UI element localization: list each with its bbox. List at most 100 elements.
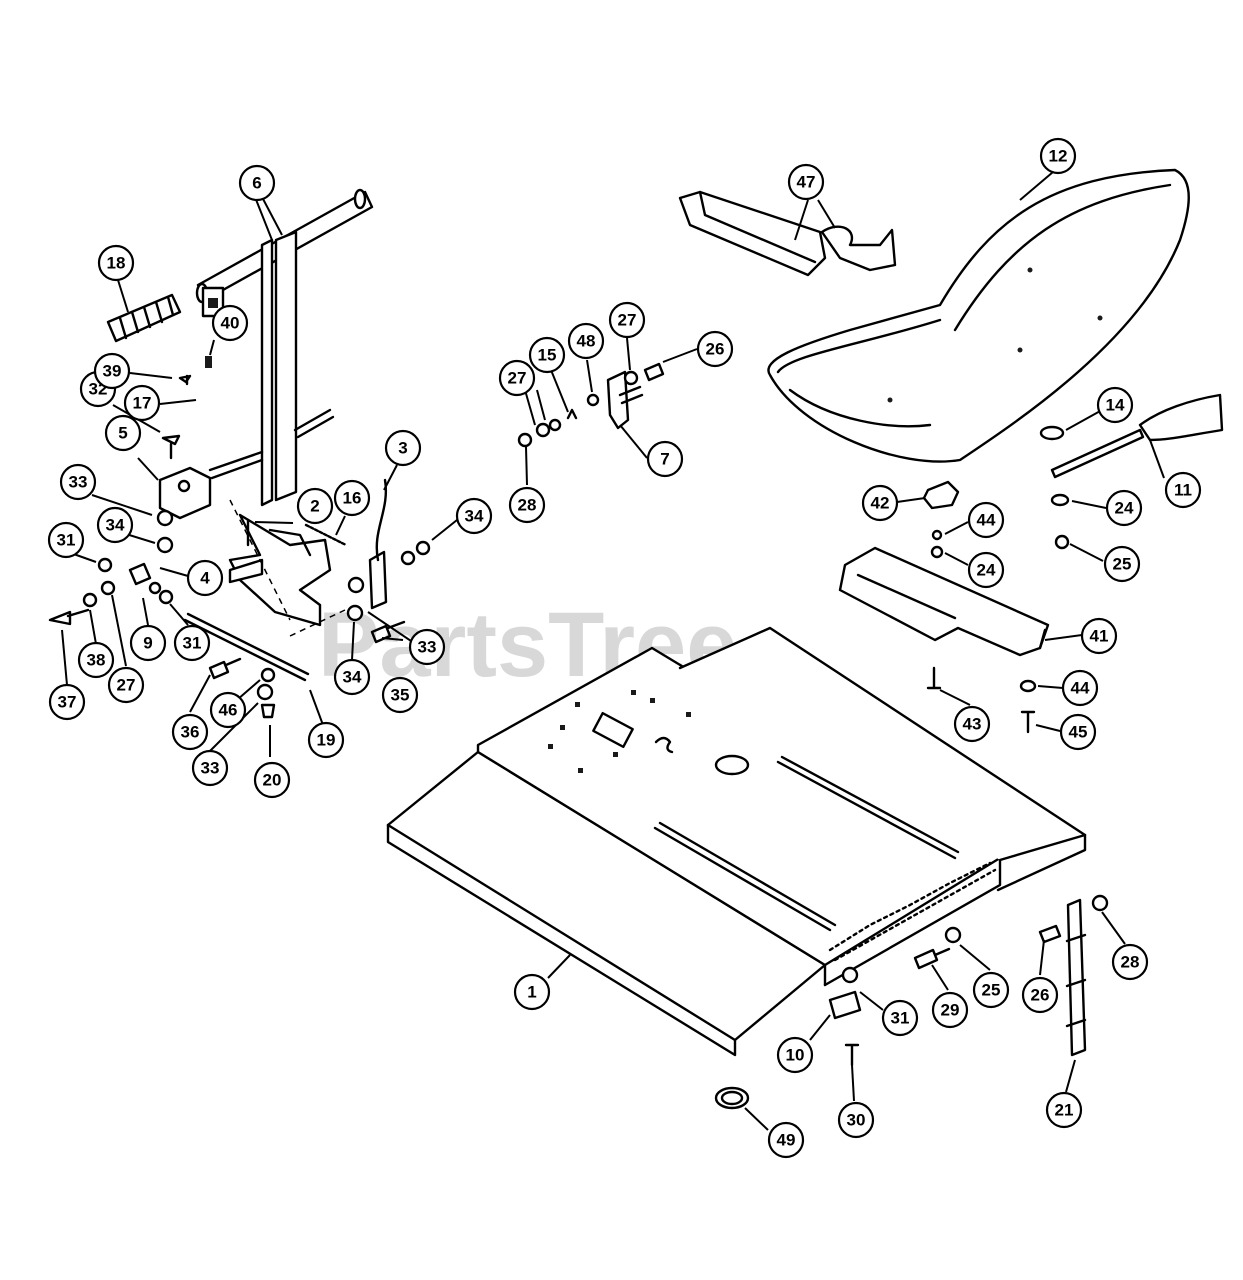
svg-text:24: 24 <box>1115 499 1134 518</box>
svg-text:30: 30 <box>847 1111 866 1130</box>
svg-text:17: 17 <box>133 394 152 413</box>
svg-text:44: 44 <box>977 511 996 530</box>
callout-41[interactable]: 41 <box>1080 617 1118 655</box>
svg-text:21: 21 <box>1055 1101 1074 1120</box>
svg-text:6: 6 <box>252 174 261 193</box>
callout-18[interactable]: 18 <box>97 244 135 282</box>
svg-text:34: 34 <box>465 507 484 526</box>
svg-text:31: 31 <box>183 634 202 653</box>
handle-grip <box>106 293 182 343</box>
svg-text:27: 27 <box>117 676 136 695</box>
svg-text:40: 40 <box>221 314 240 333</box>
callout-34-left[interactable]: 34 <box>96 506 134 544</box>
svg-text:26: 26 <box>1031 986 1050 1005</box>
callout-2[interactable]: 2 <box>296 487 334 525</box>
svg-text:20: 20 <box>263 771 282 790</box>
svg-text:15: 15 <box>538 346 557 365</box>
callout-17[interactable]: 17 <box>123 384 161 422</box>
svg-text:33: 33 <box>69 473 88 492</box>
callout-30[interactable]: 30 <box>837 1101 875 1139</box>
callout-12[interactable]: 12 <box>1039 137 1077 175</box>
callout-27-latch-right[interactable]: 27 <box>608 301 646 339</box>
callout-40[interactable]: 40 <box>211 304 249 342</box>
callout-7[interactable]: 7 <box>646 440 684 478</box>
callout-31-upper[interactable]: 31 <box>47 521 85 559</box>
callout-44-lower[interactable]: 44 <box>1061 669 1099 707</box>
pedal-bracket <box>228 513 332 627</box>
callout-31-floor[interactable]: 31 <box>881 999 919 1037</box>
front-hardware <box>714 926 962 1110</box>
callout-33-lower[interactable]: 33 <box>191 749 229 787</box>
callout-10[interactable]: 10 <box>776 1036 814 1074</box>
svg-text:27: 27 <box>618 311 637 330</box>
callout-14[interactable]: 14 <box>1096 386 1134 424</box>
callout-26-upper[interactable]: 26 <box>696 330 734 368</box>
callout-29[interactable]: 29 <box>931 991 969 1029</box>
svg-text:3: 3 <box>398 439 407 458</box>
svg-text:2: 2 <box>310 497 319 516</box>
seat <box>767 168 1190 463</box>
callout-47[interactable]: 47 <box>787 163 825 201</box>
switch-plate <box>368 478 388 610</box>
svg-text:18: 18 <box>107 254 126 273</box>
callout-16[interactable]: 16 <box>333 479 371 517</box>
svg-text:12: 12 <box>1049 147 1068 166</box>
svg-text:44: 44 <box>1071 679 1090 698</box>
callout-48[interactable]: 48 <box>567 322 605 360</box>
callout-21[interactable]: 21 <box>1045 1091 1083 1129</box>
callout-39[interactable]: 39 <box>93 352 131 390</box>
callout-15[interactable]: 15 <box>528 336 566 374</box>
callout-6[interactable]: 6 <box>238 164 276 202</box>
callout-19[interactable]: 19 <box>307 721 345 759</box>
callout-24-upper[interactable]: 24 <box>1105 489 1143 527</box>
svg-text:34: 34 <box>343 668 362 687</box>
callout-1[interactable]: 1 <box>513 973 551 1011</box>
svg-text:28: 28 <box>518 496 537 515</box>
callout-36[interactable]: 36 <box>171 713 209 751</box>
svg-text:10: 10 <box>786 1046 805 1065</box>
callout-4[interactable]: 4 <box>186 559 224 597</box>
callout-28-lower[interactable]: 28 <box>1111 943 1149 981</box>
svg-text:1: 1 <box>527 983 536 1002</box>
callout-44-upper[interactable]: 44 <box>967 501 1005 539</box>
callout-11[interactable]: 11 <box>1164 471 1202 509</box>
callout-5[interactable]: 5 <box>104 414 142 452</box>
svg-text:25: 25 <box>982 981 1001 1000</box>
callout-37[interactable]: 37 <box>48 683 86 721</box>
callout-33-upper[interactable]: 33 <box>59 463 97 501</box>
block <box>158 466 212 520</box>
callout-27-latch-left[interactable]: 27 <box>498 359 536 397</box>
svg-text:16: 16 <box>343 489 362 508</box>
callout-33-plate[interactable]: 33 <box>408 628 446 666</box>
callout-46[interactable]: 46 <box>209 691 247 729</box>
svg-text:47: 47 <box>797 173 816 192</box>
svg-text:49: 49 <box>777 1131 796 1150</box>
callout-43[interactable]: 43 <box>953 705 991 743</box>
floor-pan <box>386 626 1087 1057</box>
callout-24-lower[interactable]: 24 <box>967 551 1005 589</box>
svg-text:39: 39 <box>103 362 122 381</box>
callout-45[interactable]: 45 <box>1059 713 1097 751</box>
callout-28-upper[interactable]: 28 <box>508 486 546 524</box>
shaft <box>183 612 310 682</box>
leader-lines <box>61 171 1165 1131</box>
callout-25-lower[interactable]: 25 <box>972 971 1010 1009</box>
callout-42[interactable]: 42 <box>861 484 899 522</box>
callout-34-lower[interactable]: 34 <box>333 658 371 696</box>
callout-27-left[interactable]: 27 <box>107 666 145 704</box>
svg-text:42: 42 <box>871 494 890 513</box>
callout-38[interactable]: 38 <box>77 641 115 679</box>
callout-49[interactable]: 49 <box>767 1121 805 1159</box>
callout-3[interactable]: 3 <box>384 429 422 467</box>
callout-9[interactable]: 9 <box>129 624 167 662</box>
callout-26-lower[interactable]: 26 <box>1021 976 1059 1014</box>
switch <box>201 286 225 318</box>
latch <box>517 362 665 448</box>
callout-34-right[interactable]: 34 <box>455 497 493 535</box>
callout-20[interactable]: 20 <box>253 761 291 799</box>
callout-25-upper[interactable]: 25 <box>1103 545 1141 583</box>
hardware <box>48 356 431 719</box>
callout-35[interactable]: 35 <box>381 676 419 714</box>
callout-31-mid[interactable]: 31 <box>173 624 211 662</box>
svg-text:48: 48 <box>577 332 596 351</box>
